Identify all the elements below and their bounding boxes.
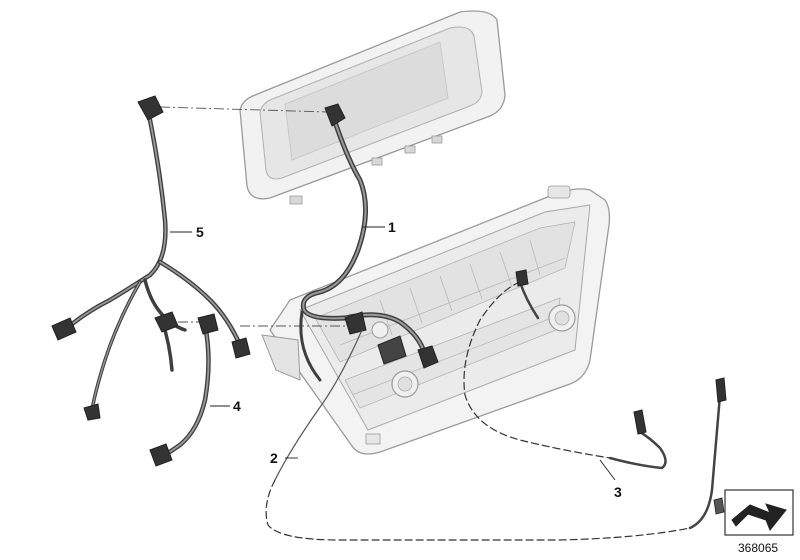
cable-5: [51, 95, 251, 421]
cable-2: [265, 329, 727, 541]
control-panel: [261, 185, 611, 455]
reference-number: 368065: [738, 541, 778, 555]
callout-5: 5: [196, 224, 204, 240]
callout-4: 4: [233, 398, 241, 414]
callout-2: 2: [270, 450, 278, 466]
cable-1: [299, 103, 439, 382]
assembly-lines: [159, 106, 348, 327]
cable-3: [463, 269, 667, 470]
display-screen: [239, 10, 506, 205]
orientation-box: [724, 489, 794, 536]
callout-1: 1: [388, 219, 396, 235]
leader-lines: [170, 226, 616, 481]
callout-3: 3: [614, 484, 622, 500]
callout-labels: 1 2 3 4 5: [196, 219, 622, 500]
cable-junction: [344, 311, 407, 365]
cable-4: [149, 311, 219, 467]
orientation-arrow-icon: [731, 503, 787, 531]
